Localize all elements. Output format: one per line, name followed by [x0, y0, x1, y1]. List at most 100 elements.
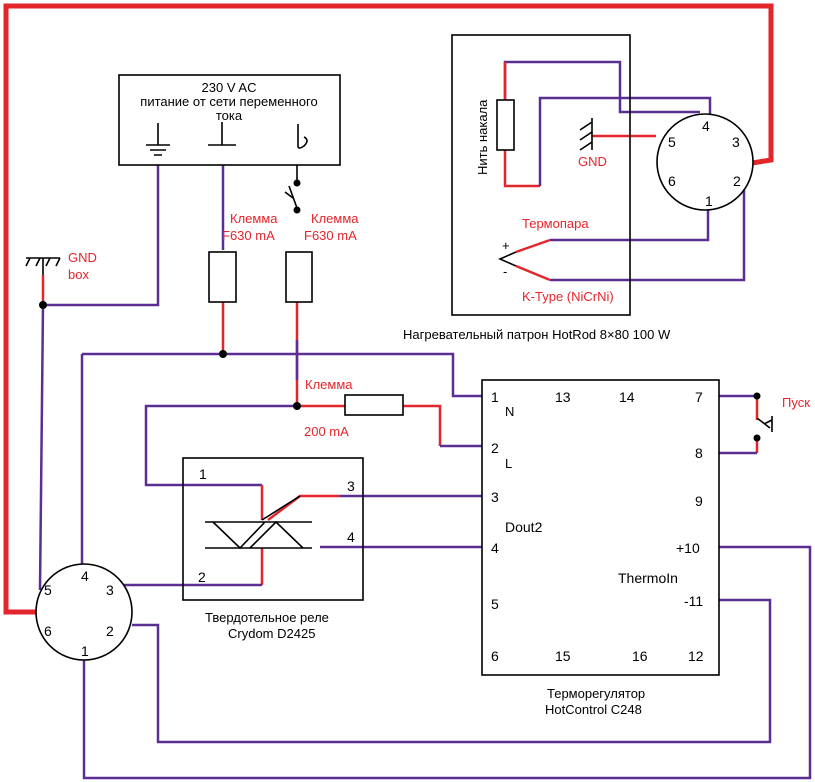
svg-text:3: 3: [732, 134, 740, 150]
wire-thermo-plus: [550, 200, 710, 242]
junction-start-top: [753, 392, 761, 400]
wire-relay3-red: [267, 494, 340, 521]
wire-left2-to-minus11: [132, 598, 772, 744]
svg-text:5: 5: [491, 596, 499, 612]
svg-text:5: 5: [668, 134, 676, 150]
wire-neutral-bus: [82, 352, 482, 398]
power-box: 230 V AC питание от сети переменного ток…: [118, 74, 341, 166]
svg-text:8: 8: [695, 445, 703, 461]
svg-text:2: 2: [198, 569, 206, 585]
wire-thermo-plus-red: [515, 238, 551, 254]
svg-text:3: 3: [491, 489, 499, 505]
fuse-200ma-label-2: 200 mA: [304, 424, 349, 439]
fuse-right-label-2: F630 mA: [304, 228, 357, 243]
wire-heater-filament-bottom: [538, 96, 712, 186]
earth-symbol-icon: [146, 123, 170, 156]
power-subtitle-2: тока: [216, 108, 243, 123]
junction-start-bottom: [753, 434, 761, 442]
heater-connector: 4 3 5 6 2 1: [656, 113, 754, 211]
gnd-box: GND box: [25, 250, 97, 282]
heater-gnd-icon: [579, 118, 593, 151]
filament-resistor: [496, 99, 515, 151]
triac-icon: [205, 495, 312, 550]
junction-neutral: [219, 350, 227, 358]
fuse-200ma-label-1: Клемма: [305, 377, 353, 392]
junction-phase: [293, 402, 301, 410]
phase-symbol-icon: [297, 124, 308, 149]
filament-label: Нить накала: [475, 99, 490, 175]
controller-dout: Dout2: [505, 519, 543, 535]
fuse-right-label-1: Клемма: [311, 211, 359, 226]
wire-thermo-minus: [550, 190, 746, 282]
relay-caption-2: Crydom D2425: [228, 626, 315, 641]
svg-text:6: 6: [668, 173, 676, 189]
svg-text:3: 3: [347, 478, 355, 494]
svg-text:2: 2: [733, 173, 741, 189]
svg-text:+: +: [502, 238, 510, 253]
relay-caption-1: Твердотельное реле: [205, 610, 329, 625]
svg-text:6: 6: [44, 623, 52, 639]
svg-text:1: 1: [199, 466, 207, 482]
heater-cartridge: Нить накала GND Термопара + - K-Type (Ni…: [403, 34, 754, 342]
svg-text:14: 14: [619, 389, 635, 405]
svg-text:1: 1: [705, 193, 713, 209]
start-button-icon: Пуск: [756, 395, 810, 432]
svg-text:12: 12: [688, 648, 704, 664]
fuse-left-label-2: F630 mA: [222, 228, 275, 243]
thermo-controller: 1 13 14 7 N 2 L 8 3 9 Dout2 4 +10 Thermo…: [481, 379, 720, 717]
wire-phase-to-relay1: [144, 404, 297, 487]
controller-caption-1: Терморегулятор: [547, 686, 645, 701]
wire-left1-to-plus10: [82, 545, 812, 780]
thermocouple-icon: + -: [498, 238, 517, 279]
controller-brand: ThermoIn: [618, 570, 678, 586]
svg-text:4: 4: [491, 540, 499, 556]
svg-text:6: 6: [491, 648, 499, 664]
fuse-200ma: Клемма 200 mA: [304, 377, 404, 439]
controller-n-label: N: [505, 404, 514, 419]
svg-text:4: 4: [347, 529, 355, 545]
svg-text:-11: -11: [684, 593, 703, 609]
phase-switch-icon: [284, 165, 301, 214]
power-subtitle-1: питание от сети переменного: [140, 94, 317, 109]
solid-state-relay: 1 3 4 2 Твердотельное реле Crydom D2425: [182, 457, 364, 641]
svg-text:4: 4: [81, 568, 89, 584]
wire-thermo-minus-red: [515, 264, 551, 282]
ktype-label: K-Type (NiCrNi): [522, 289, 614, 304]
svg-text:3: 3: [106, 582, 114, 598]
thermocouple-label: Термопара: [522, 216, 589, 231]
fuse-right: Клемма F630 mA: [285, 211, 359, 303]
gnd-box-label-2: box: [68, 267, 89, 282]
fuse-left: Клемма F630 mA: [208, 211, 278, 303]
red-main-wire: [3, 3, 774, 615]
wire-heater-filament-top: [503, 60, 700, 114]
chassis-ground-icon: [25, 257, 61, 275]
controller-l-label: L: [505, 456, 512, 471]
heater-frame: [451, 34, 631, 316]
controller-frame: [481, 379, 720, 676]
wire-heater-filament-bottom-red: [503, 150, 540, 188]
controller-caption-2: HotControl C248: [545, 702, 642, 717]
junction-gnd: [39, 301, 47, 309]
svg-text:2: 2: [491, 440, 499, 456]
wire-earth: [43, 165, 160, 307]
wire-gnd-box-purple: [38, 304, 45, 591]
wire-200ma-out: [403, 404, 442, 446]
svg-text:15: 15: [555, 648, 571, 664]
svg-text:4: 4: [702, 118, 710, 134]
gnd-box-label-1: GND: [68, 250, 97, 265]
wires: [3, 3, 812, 780]
svg-text:5: 5: [44, 582, 52, 598]
fuse-left-label-1: Клемма: [230, 211, 278, 226]
svg-text:13: 13: [555, 389, 571, 405]
svg-text:16: 16: [632, 648, 648, 664]
power-title: 230 V AC: [202, 80, 257, 95]
svg-text:-: -: [503, 264, 507, 279]
heater-caption: Нагревательный патрон HotRod 8×80 100 W: [403, 327, 671, 342]
heater-gnd-label: GND: [578, 154, 607, 169]
svg-text:7: 7: [695, 389, 703, 405]
start-button-label: Пуск: [782, 395, 810, 410]
junctions: [39, 179, 761, 442]
svg-text:+10: +10: [676, 540, 700, 556]
svg-text:2: 2: [106, 623, 114, 639]
